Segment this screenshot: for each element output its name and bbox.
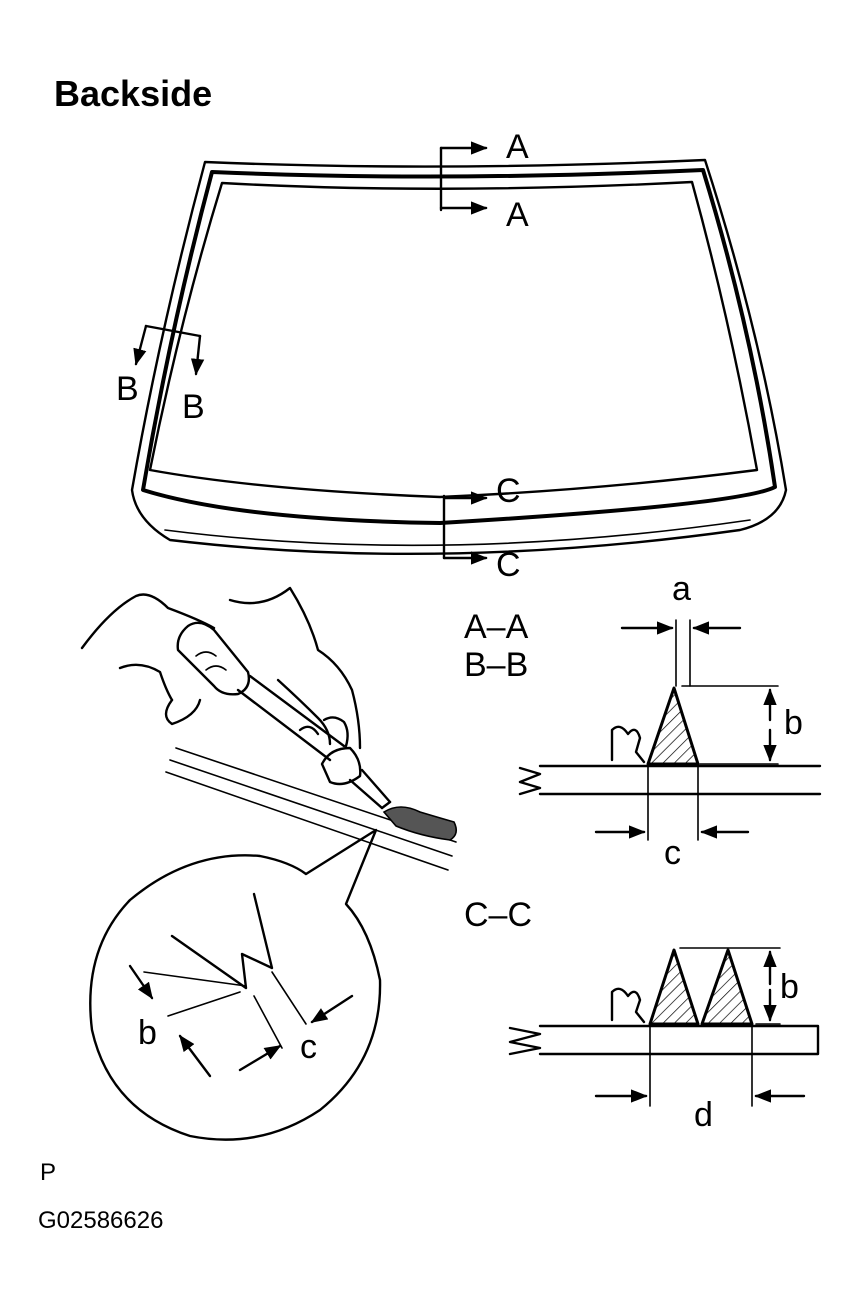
section-c-marker: C C [442, 472, 521, 584]
dim-c-upper: c [664, 834, 681, 872]
detail-dim-c: c [300, 1028, 317, 1066]
windshield-icon [130, 158, 788, 556]
marker-a-bottom: A [506, 196, 529, 234]
marker-c-bottom: C [496, 546, 521, 584]
marker-c-top: C [496, 472, 521, 510]
section-b-marker: B B [116, 324, 205, 426]
dim-d: d [694, 1096, 713, 1134]
dim-a: a [672, 570, 691, 608]
section-cc: C–C b d [464, 896, 820, 1134]
section-cc-title: C–C [464, 896, 532, 934]
code-p: P [40, 1159, 56, 1186]
marker-b-right: B [182, 388, 205, 426]
urethane-bead-icon [382, 806, 458, 841]
marker-b-left: B [116, 370, 139, 408]
figure-id: G02586626 [38, 1207, 163, 1234]
glue-gun-icon [176, 621, 392, 810]
dim-b-lower: b [780, 968, 799, 1006]
section-aa-title: A–A [464, 608, 529, 646]
backside-heading: Backside [54, 73, 212, 114]
marker-a-top: A [506, 128, 529, 166]
section-a-marker: A A [439, 128, 529, 234]
section-bb-title: B–B [464, 646, 528, 684]
dim-b-upper: b [784, 704, 803, 742]
detail-dim-b: b [138, 1014, 157, 1052]
detail-magnifier: b c [89, 828, 382, 1141]
section-aa-bb: A–A B–B a b c [464, 570, 822, 872]
hand-icon [80, 586, 362, 750]
